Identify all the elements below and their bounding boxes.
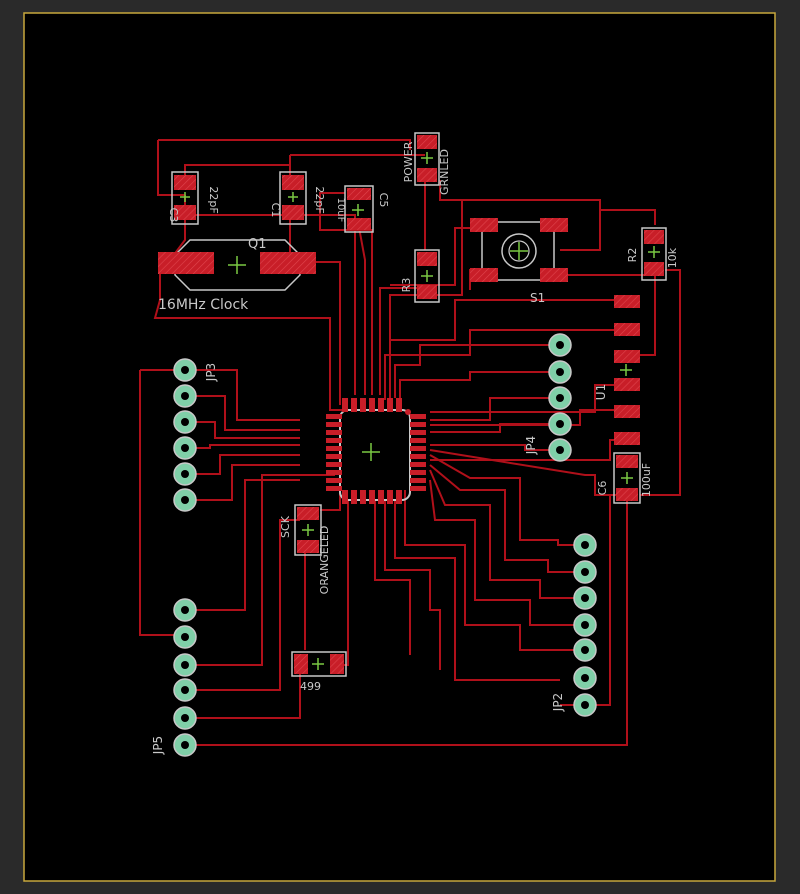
- c6-label: C6: [596, 481, 609, 496]
- resistor-499[interactable]: 499: [291, 651, 347, 693]
- resistor-r3[interactable]: R3: [400, 249, 440, 303]
- header-jp2[interactable]: JP2: [551, 533, 597, 717]
- c5-label: C5: [377, 193, 390, 208]
- board-outline: [23, 12, 776, 882]
- orangeled-label: ORANGELED: [318, 526, 331, 595]
- header-jp4[interactable]: JP4: [524, 333, 572, 462]
- r3-label: R3: [400, 278, 413, 293]
- led-orange[interactable]: SCK ORANGELED: [279, 504, 331, 595]
- resistor-r2[interactable]: R2 10k: [626, 227, 679, 281]
- u1-label: U1: [594, 384, 608, 400]
- c3-value: 22pF: [207, 186, 220, 213]
- clock-label: 16MHz Clock: [158, 297, 249, 313]
- c5-value: 10uF: [335, 198, 346, 223]
- capacitor-c5[interactable]: 10uF C5: [335, 185, 390, 233]
- q1-label: Q1: [248, 237, 267, 252]
- pad-column-right: [614, 295, 640, 445]
- switch-s1[interactable]: S1: [470, 218, 568, 305]
- jp2-label: JP2: [551, 693, 565, 712]
- c1-value: 22pF: [313, 186, 326, 213]
- sck-label: SCK: [279, 515, 292, 538]
- jp3-label: JP3: [204, 363, 218, 382]
- c1-label: C1: [269, 203, 282, 218]
- c3-label: C3: [167, 208, 180, 223]
- r2-label: R2: [626, 248, 639, 263]
- r2-value: 10k: [666, 247, 679, 268]
- capacitor-c6[interactable]: C6 100uF: [596, 452, 653, 504]
- header-jp3[interactable]: JP3: [173, 358, 218, 512]
- jp4-label: JP4: [524, 436, 538, 455]
- ic-u1[interactable]: [326, 398, 426, 504]
- c6-value: 100uF: [640, 463, 653, 497]
- board-area: [24, 13, 775, 881]
- power-label: POWER: [402, 141, 415, 182]
- crystal-q1[interactable]: Q1 16MHz Clock: [158, 237, 316, 313]
- grnled-label: GRNLED: [438, 149, 451, 195]
- header-jp5[interactable]: JP5: [151, 598, 197, 757]
- jp5-label: JP5: [151, 736, 165, 755]
- led-power[interactable]: POWER GRNLED: [402, 132, 451, 195]
- pad-origin-mark: [620, 364, 632, 376]
- capacitor-c3[interactable]: C3 22pF: [167, 171, 220, 225]
- capacitor-c1[interactable]: C1 22pF: [269, 171, 326, 225]
- s1-label: S1: [530, 291, 545, 305]
- r499-label: 499: [300, 680, 321, 693]
